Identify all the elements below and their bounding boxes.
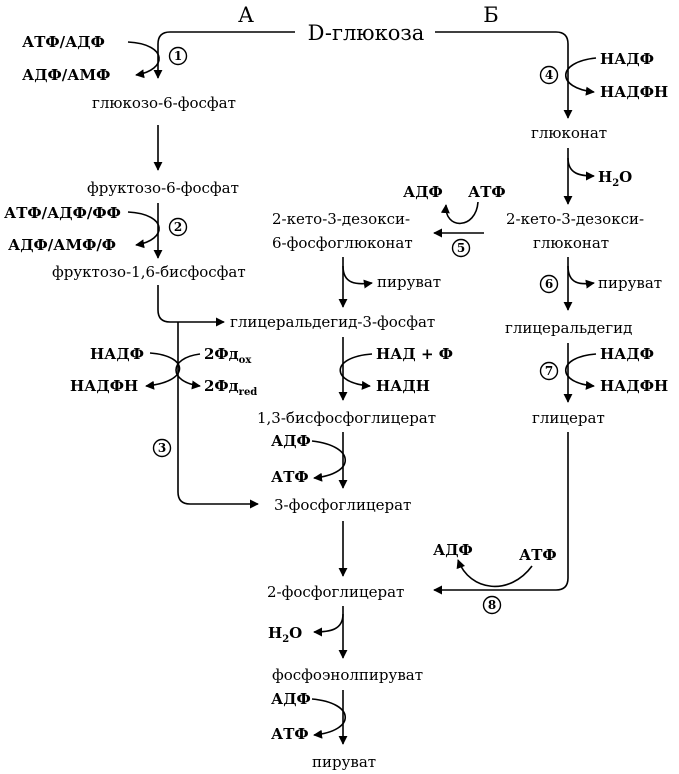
reaction-1-badge: 1 [168, 46, 188, 66]
reaction-5-badge: 5 [451, 238, 471, 258]
r7-nadph-label: НАДФН [600, 377, 668, 395]
path-a-header: А [238, 3, 254, 27]
reaction-2-badge: 2 [168, 217, 188, 237]
gap-cofactor-arrow [339, 353, 373, 390]
bpg-cofactor-in: АДФ [271, 432, 311, 450]
svg-text:3: 3 [158, 441, 166, 455]
r8-adp-label: АДФ [433, 541, 473, 559]
fructose-6-phosphate-label: фруктозо-6-фосфат [87, 179, 239, 197]
pep-cofactor-in: АДФ [271, 690, 311, 708]
branch-a-arrow [153, 31, 295, 79]
r1-cofactor-arrow [127, 41, 160, 79]
r3-nadph-label: НАДФН [70, 377, 138, 395]
gluconate-water-label: Н2О [598, 168, 632, 189]
r7-cofactor-arrow [565, 353, 597, 390]
r3-nad-arrow [145, 352, 181, 390]
phosphoenolpyruvate-label: фосфоэнолпируват [272, 666, 423, 684]
gap-cofactor-out: НАДН [376, 377, 430, 395]
r6-pyruvate-arrow [567, 265, 595, 289]
r4-nadp-label: НАДФ [600, 50, 654, 68]
kdpg-pyruvate-label: пируват [377, 273, 441, 291]
glyceraldehyde-3-phosphate-label: глицеральдегид-3-фосфат [230, 313, 435, 331]
r2-cofactor-out: АДФ/АМФ/Ф [8, 236, 116, 254]
kdg-label-line2: глюконат [533, 234, 609, 252]
r5-adp-label: АДФ [403, 183, 443, 201]
svg-text:7: 7 [545, 364, 553, 378]
reaction-3-badge: 3 [152, 438, 172, 458]
svg-text:2: 2 [174, 220, 182, 234]
r3-fd-red-label: 2Фдred [204, 377, 257, 398]
r4-nadph-label: НАДФН [600, 83, 668, 101]
gluconate-water-arrow [567, 157, 595, 181]
r4-cofactor-arrow [565, 57, 597, 96]
r3-nadp-label: НАДФ [90, 345, 144, 363]
reaction-7-badge: 7 [539, 361, 559, 381]
glucose-6-phosphate-label: глюкозо-6-фосфат [92, 94, 236, 112]
svg-text:4: 4 [545, 68, 553, 82]
1-3-bisphosphoglycerate-label: 1,3-бисфосфоглицерат [257, 409, 436, 427]
r8-cofactor-arrow [456, 559, 533, 588]
f16bp-split-line [157, 285, 225, 327]
reaction-8-badge: 8 [482, 595, 502, 615]
2-phosphoglycerate-label: 2-фосфоглицерат [267, 583, 404, 601]
r5-atp-label: АТФ [468, 183, 506, 201]
r8-atp-label: АТФ [519, 546, 557, 564]
svg-text:1: 1 [174, 49, 182, 63]
kdpg-pyruvate-arrow [342, 265, 373, 289]
glycerate-to-2pg-arrow [433, 432, 569, 595]
path-b-header: Б [483, 3, 498, 27]
reaction-6-badge: 6 [539, 274, 559, 294]
r7-nadp-label: НАДФ [600, 345, 654, 363]
r1-cofactor-out: АДФ/АМФ [22, 66, 110, 84]
gap-cofactor-in: НАД + Ф [376, 345, 453, 363]
bpg-cofactor-arrow [311, 440, 346, 482]
kdg-label-line1: 2-кето-3-дезокси- [506, 210, 644, 228]
bypass-route-3-arrow [177, 322, 259, 509]
r2-cofactor-arrow [127, 211, 160, 249]
pyruvate-final-label: пируват [312, 753, 376, 771]
reaction-4-badge: 4 [539, 65, 559, 85]
r1-cofactor-in: АТФ/АДФ [22, 33, 105, 51]
r6-pyruvate-label: пируват [598, 274, 662, 292]
gluconate-label: глюконат [531, 124, 607, 142]
glyceraldehyde-label: глицеральдегид [505, 319, 632, 337]
svg-text:6: 6 [545, 277, 553, 291]
fructose-1-6-bisphosphate-label: фруктозо-1,6-бисфосфат [52, 263, 246, 281]
r3-fd-ox-label: 2Фдox [204, 345, 252, 366]
kdpg-label-line2: 6-фосфоглюконат [272, 234, 413, 252]
branch-b-arrow [435, 31, 573, 119]
r2-cofactor-in: АТФ/АДФ/ФФ [4, 204, 121, 222]
bpg-cofactor-out: АТФ [271, 468, 309, 486]
d-glucose-label: D-глюкоза [308, 21, 425, 45]
r5-cofactor-arrow [440, 201, 479, 225]
2pg-water-label: Н2О [268, 624, 302, 645]
svg-text:8: 8 [488, 598, 496, 612]
pep-cofactor-out: АТФ [271, 725, 309, 743]
2pg-water-arrow [313, 613, 344, 637]
3-phosphoglycerate-label: 3-фосфоглицерат [274, 496, 411, 514]
svg-text:5: 5 [457, 241, 465, 255]
r3-ferredoxin-arrow [175, 353, 201, 390]
glycerate-label: глицерат [532, 409, 605, 427]
pep-cofactor-arrow [311, 698, 346, 739]
kdpg-label-line1: 2-кето-3-дезокси- [272, 210, 410, 228]
